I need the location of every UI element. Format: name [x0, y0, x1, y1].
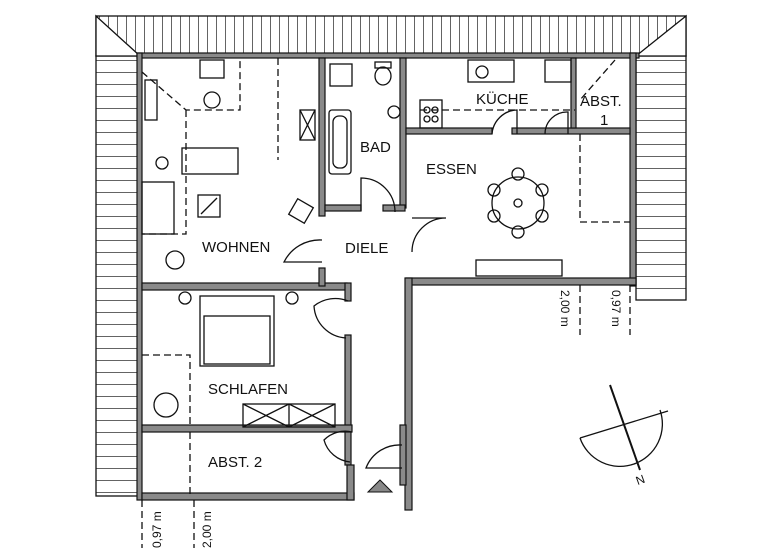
doors — [282, 109, 569, 493]
dimension-label: 2,00 m — [200, 511, 214, 548]
room-label-kueche: KÜCHE — [476, 90, 529, 108]
room-label-schlafen: SCHLAFEN — [208, 381, 288, 398]
dimension-label: 2,00 m — [558, 290, 572, 327]
furniture — [141, 58, 630, 495]
dimension-label: 0,97 m — [609, 290, 623, 327]
walls — [136, 52, 640, 511]
compass-icon — [579, 384, 669, 471]
roof-overhang — [95, 14, 687, 497]
dimension-label: 0,97 m — [150, 511, 164, 548]
dimension-lines — [141, 285, 631, 548]
room-label-abst1: ABST. — [580, 93, 622, 110]
entrance-marker — [366, 479, 394, 493]
compass-north-label: N — [634, 472, 647, 488]
room-label-abst1-number: 1 — [600, 112, 608, 129]
room-label-diele: DIELE — [345, 240, 388, 257]
room-label-essen: ESSEN — [426, 161, 477, 178]
room-label-wohnen: WOHNEN — [202, 239, 270, 256]
room-label-abst2: ABST. 2 — [208, 454, 262, 471]
room-label-bad: BAD — [360, 139, 391, 156]
